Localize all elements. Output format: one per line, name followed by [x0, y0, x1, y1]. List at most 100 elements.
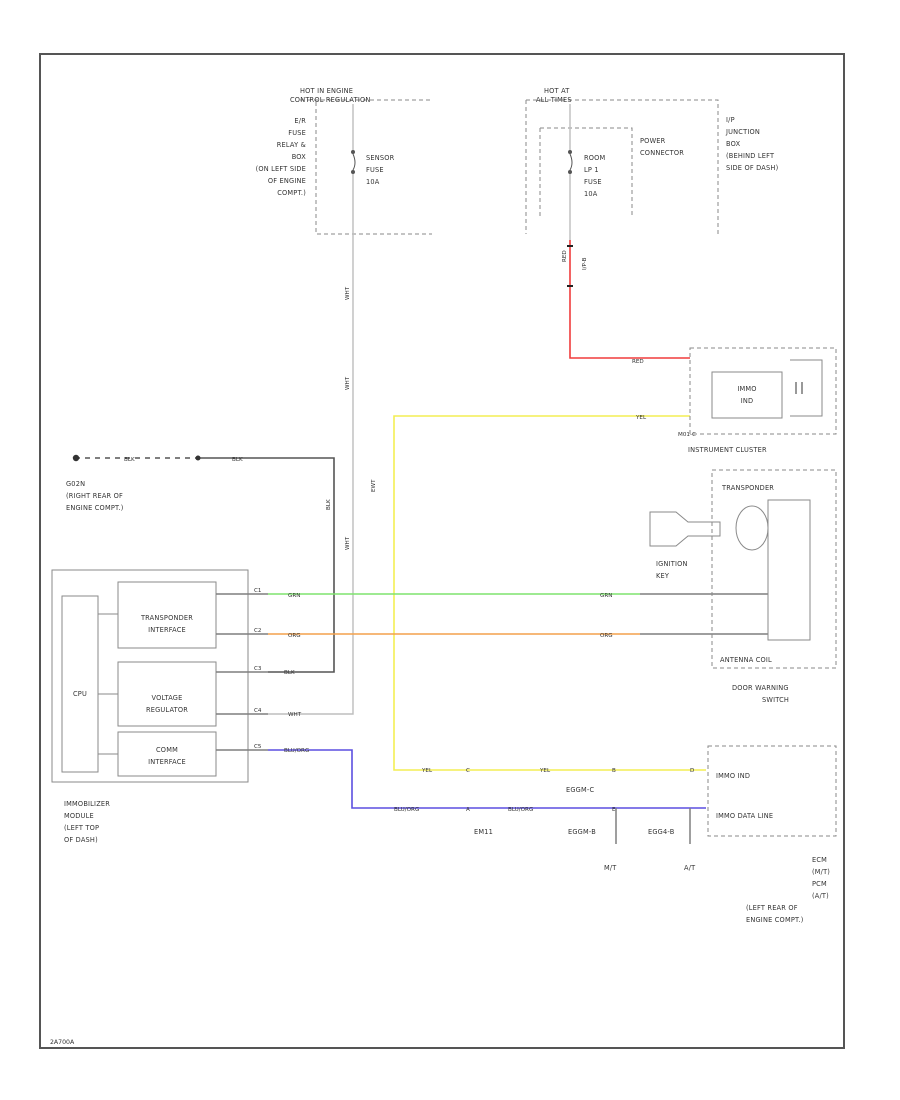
- instrument-cluster-label: INSTRUMENT CLUSTER: [688, 446, 767, 454]
- svg-text:BLK: BLK: [232, 457, 243, 463]
- svg-text:EGG4-B: EGG4-B: [648, 828, 675, 836]
- svg-text:PCM: PCM: [812, 880, 827, 888]
- svg-text:BLU/ORG: BLU/ORG: [394, 807, 419, 813]
- svg-text:FUSE: FUSE: [288, 129, 306, 137]
- svg-text:M/T: M/T: [604, 864, 617, 872]
- svg-text:B: B: [612, 768, 616, 774]
- transponder-label: TRANSPONDER: [721, 484, 774, 492]
- page-number: 2A700A: [50, 1039, 75, 1046]
- svg-text:WHT: WHT: [345, 376, 351, 390]
- wire-wht: [268, 174, 354, 715]
- svg-text:OF DASH): OF DASH): [64, 836, 98, 844]
- svg-text:ANTENNA COIL: ANTENNA COIL: [720, 656, 772, 664]
- svg-text:FUSE: FUSE: [584, 178, 602, 186]
- svg-text:COMPT.): COMPT.): [277, 189, 306, 197]
- svg-text:CONNECTOR: CONNECTOR: [640, 149, 684, 157]
- svg-text:GRN: GRN: [600, 593, 612, 599]
- transponder-assembly: TRANSPONDER IGNITION KEY ANTENNA COIL DO…: [649, 469, 837, 704]
- svg-text:WHT: WHT: [345, 536, 351, 550]
- svg-text:M01-C: M01-C: [678, 432, 696, 438]
- svg-text:POWER: POWER: [640, 137, 666, 145]
- svg-text:JUNCTION: JUNCTION: [725, 128, 760, 136]
- svg-text:EGGM-C: EGGM-C: [566, 786, 594, 794]
- svg-text:BLK: BLK: [284, 670, 295, 676]
- svg-text:C1: C1: [254, 588, 262, 594]
- wire-blk: [76, 457, 335, 673]
- svg-text:10A: 10A: [584, 190, 598, 198]
- svg-text:C5: C5: [254, 744, 262, 750]
- svg-text:(ON LEFT SIDE: (ON LEFT SIDE: [256, 165, 306, 173]
- svg-text:BOX: BOX: [292, 153, 307, 161]
- svg-text:ENGINE COMPT.): ENGINE COMPT.): [746, 916, 804, 924]
- svg-text:INTERFACE: INTERFACE: [148, 758, 186, 766]
- svg-text:SWITCH: SWITCH: [762, 696, 789, 704]
- svg-text:WHT: WHT: [345, 286, 351, 300]
- immobilizer-module-label: IMMOBILIZER: [64, 800, 110, 808]
- svg-text:A/T: A/T: [684, 864, 696, 872]
- svg-text:E/R: E/R: [294, 117, 306, 125]
- svg-text:BLK: BLK: [326, 499, 332, 510]
- svg-text:RED: RED: [562, 250, 568, 262]
- svg-text:EWT: EWT: [371, 479, 377, 492]
- svg-text:ENGINE COMPT.): ENGINE COMPT.): [66, 504, 124, 512]
- wire-yellow: [393, 415, 706, 771]
- svg-text:I/P: I/P: [726, 116, 735, 124]
- ecm-immo-ind-label: IMMO IND: [716, 772, 750, 780]
- immo-ind-label: IMMO: [737, 385, 756, 393]
- svg-text:RED: RED: [632, 359, 644, 365]
- svg-text:LP 1: LP 1: [584, 166, 599, 174]
- svg-text:ALL TIMES: ALL TIMES: [536, 96, 572, 104]
- comm-interface-label: COMM: [156, 746, 178, 754]
- hot-in-label: HOT IN ENGINE: [300, 87, 353, 95]
- svg-text:EM11: EM11: [474, 828, 493, 836]
- ground-terminal: [72, 454, 80, 462]
- svg-text:D: D: [690, 768, 694, 774]
- svg-text:IGNITION: IGNITION: [656, 560, 688, 568]
- svg-text:INTERFACE: INTERFACE: [148, 626, 186, 634]
- svg-text:BLU/ORG: BLU/ORG: [508, 807, 533, 813]
- voltage-regulator-label: VOLTAGE: [152, 694, 183, 702]
- svg-text:YEL: YEL: [539, 768, 551, 774]
- svg-text:(BEHIND LEFT: (BEHIND LEFT: [726, 152, 775, 160]
- room-fuse-label: ROOM: [584, 154, 606, 162]
- instrument-cluster: IMMO IND M01-C INSTRUMENT CLUSTER: [678, 347, 837, 454]
- svg-text:(RIGHT REAR OF: (RIGHT REAR OF: [66, 492, 123, 500]
- junction-box: HOT AT ALL TIMES ROOM LP 1 FUSE 10A POWE…: [525, 87, 778, 270]
- svg-text:BLK: BLK: [124, 457, 135, 463]
- svg-text:OF ENGINE: OF ENGINE: [268, 177, 306, 185]
- wire-red: [569, 240, 690, 359]
- cpu-label: CPU: [73, 690, 87, 698]
- ecm-immo-data-line-label: IMMO DATA LINE: [716, 812, 773, 820]
- svg-text:C2: C2: [254, 628, 261, 634]
- svg-text:(A/T): (A/T): [812, 892, 829, 900]
- wire-blue-purple: [268, 749, 706, 809]
- hot-at-label: HOT AT: [544, 87, 570, 95]
- svg-text:A: A: [466, 807, 470, 813]
- immobilizer-module: CPU TRANSPONDER INTERFACE VOLTAGE REGULA…: [51, 569, 268, 844]
- sensor-fuse-label: SENSOR: [366, 154, 395, 162]
- svg-text:YEL: YEL: [421, 768, 433, 774]
- svg-text:GRN: GRN: [288, 593, 300, 599]
- svg-text:C3: C3: [254, 666, 262, 672]
- door-warning-switch-label: DOOR WARNING: [732, 684, 789, 692]
- svg-text:C: C: [466, 768, 470, 774]
- ecm-pcm: IMMO IND IMMO DATA LINE D EGGM-C EGGM-B …: [474, 745, 837, 924]
- svg-text:KEY: KEY: [656, 572, 670, 580]
- diagram-frame: [39, 53, 845, 1049]
- ip-b-label: I/P-B: [582, 257, 588, 270]
- svg-text:ORG: ORG: [600, 633, 613, 639]
- svg-text:(LEFT REAR OF: (LEFT REAR OF: [746, 904, 798, 912]
- ignition-key-icon: [649, 511, 721, 547]
- ground-label: G02N: [66, 480, 85, 488]
- svg-text:FUSE: FUSE: [366, 166, 384, 174]
- svg-text:BLU/ORG: BLU/ORG: [284, 748, 309, 754]
- svg-text:ORG: ORG: [288, 633, 301, 639]
- svg-text:(M/T): (M/T): [812, 868, 830, 876]
- svg-text:RELAY &: RELAY &: [277, 141, 306, 149]
- svg-text:REGULATOR: REGULATOR: [146, 706, 188, 714]
- svg-text:C4: C4: [254, 708, 262, 714]
- svg-text:(LEFT TOP: (LEFT TOP: [64, 824, 99, 832]
- transponder-interface-label: TRANSPONDER: [140, 614, 193, 622]
- svg-text:YEL: YEL: [635, 415, 647, 421]
